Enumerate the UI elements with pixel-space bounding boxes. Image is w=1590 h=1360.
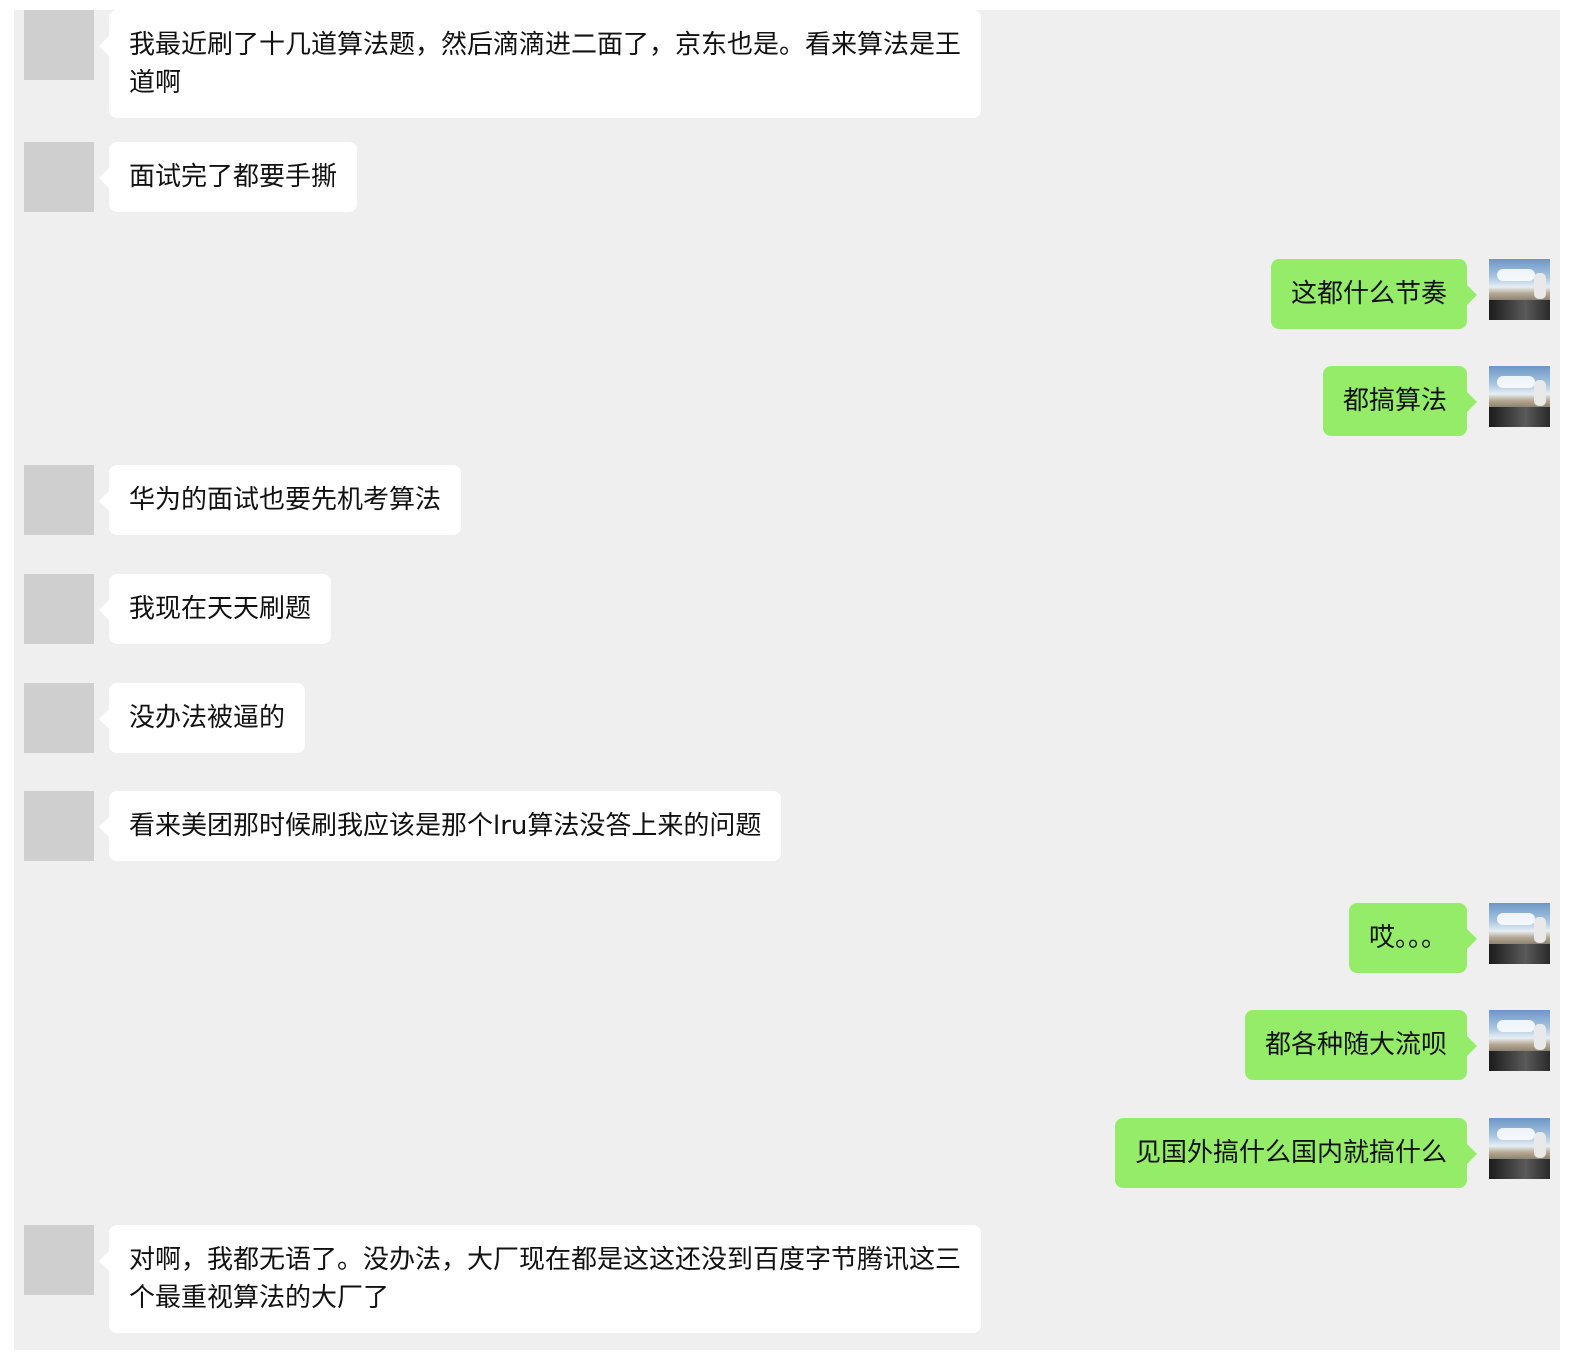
user-avatar[interactable] bbox=[1489, 259, 1550, 320]
avatar-photo-figure bbox=[1534, 917, 1546, 943]
user-avatar[interactable] bbox=[1489, 1010, 1550, 1071]
message-incoming: 没办法被逼的 bbox=[24, 683, 306, 753]
avatar-photo-cloud bbox=[1497, 376, 1535, 388]
message-bubble[interactable]: 面试完了都要手撕 bbox=[98, 142, 358, 212]
message-bubble[interactable]: 看来美团那时候刷我应该是那个lru算法没答上来的问题 bbox=[98, 791, 782, 861]
avatar-photo-road bbox=[1489, 300, 1550, 320]
chat-message-list[interactable]: 我最近刷了十几道算法题，然后滴滴进二面了，京东也是。看来算法是王道啊 面试完了都… bbox=[14, 10, 1560, 1350]
message-incoming: 对啊，我都无语了。没办法，大厂现在都是这这还没到百度字节腾讯这三个最重视算法的大… bbox=[24, 1225, 981, 1333]
user-avatar[interactable] bbox=[1489, 903, 1550, 964]
user-avatar[interactable] bbox=[1489, 366, 1550, 427]
contact-avatar[interactable] bbox=[24, 10, 94, 80]
avatar-photo-cloud bbox=[1497, 269, 1535, 281]
message-incoming: 看来美团那时候刷我应该是那个lru算法没答上来的问题 bbox=[24, 791, 782, 861]
message-outgoing: 都搞算法 bbox=[1322, 366, 1550, 436]
contact-avatar[interactable] bbox=[24, 791, 94, 861]
avatar-photo-road bbox=[1489, 407, 1550, 427]
contact-avatar[interactable] bbox=[24, 465, 94, 535]
message-bubble[interactable]: 见国外搞什么国内就搞什么 bbox=[1114, 1118, 1478, 1188]
avatar-photo-figure bbox=[1534, 1024, 1546, 1050]
message-outgoing: 哎。。。 bbox=[1348, 903, 1550, 973]
message-outgoing: 都各种随大流呗 bbox=[1244, 1010, 1550, 1080]
contact-avatar[interactable] bbox=[24, 1225, 94, 1295]
avatar-photo-cloud bbox=[1497, 913, 1535, 925]
avatar-photo-road bbox=[1489, 1159, 1550, 1179]
message-outgoing: 这都什么节奏 bbox=[1270, 259, 1550, 329]
contact-avatar[interactable] bbox=[24, 574, 94, 644]
message-bubble[interactable]: 对啊，我都无语了。没办法，大厂现在都是这这还没到百度字节腾讯这三个最重视算法的大… bbox=[99, 1225, 981, 1333]
message-outgoing: 见国外搞什么国内就搞什么 bbox=[1114, 1118, 1550, 1188]
contact-avatar[interactable] bbox=[24, 683, 94, 753]
contact-avatar[interactable] bbox=[24, 142, 94, 212]
avatar-photo-cloud bbox=[1497, 1128, 1535, 1140]
avatar-photo-road bbox=[1489, 944, 1550, 964]
message-bubble[interactable]: 我最近刷了十几道算法题，然后滴滴进二面了，京东也是。看来算法是王道啊 bbox=[99, 10, 981, 118]
message-bubble[interactable]: 都搞算法 bbox=[1322, 366, 1478, 436]
message-bubble[interactable]: 没办法被逼的 bbox=[98, 683, 306, 753]
message-bubble[interactable]: 哎。。。 bbox=[1348, 903, 1478, 973]
message-incoming: 华为的面试也要先机考算法 bbox=[24, 465, 462, 535]
message-bubble[interactable]: 华为的面试也要先机考算法 bbox=[98, 465, 462, 535]
avatar-photo-figure bbox=[1534, 380, 1546, 406]
message-bubble[interactable]: 都各种随大流呗 bbox=[1244, 1010, 1478, 1080]
avatar-photo-cloud bbox=[1497, 1020, 1535, 1032]
avatar-photo-road bbox=[1489, 1051, 1550, 1071]
message-incoming: 我现在天天刷题 bbox=[24, 574, 332, 644]
avatar-photo-figure bbox=[1534, 1132, 1546, 1158]
user-avatar[interactable] bbox=[1489, 1118, 1550, 1179]
message-bubble[interactable]: 我现在天天刷题 bbox=[98, 574, 332, 644]
message-incoming: 我最近刷了十几道算法题，然后滴滴进二面了，京东也是。看来算法是王道啊 bbox=[24, 10, 981, 118]
message-incoming: 面试完了都要手撕 bbox=[24, 142, 358, 212]
message-bubble[interactable]: 这都什么节奏 bbox=[1270, 259, 1478, 329]
avatar-photo-figure bbox=[1534, 273, 1546, 299]
